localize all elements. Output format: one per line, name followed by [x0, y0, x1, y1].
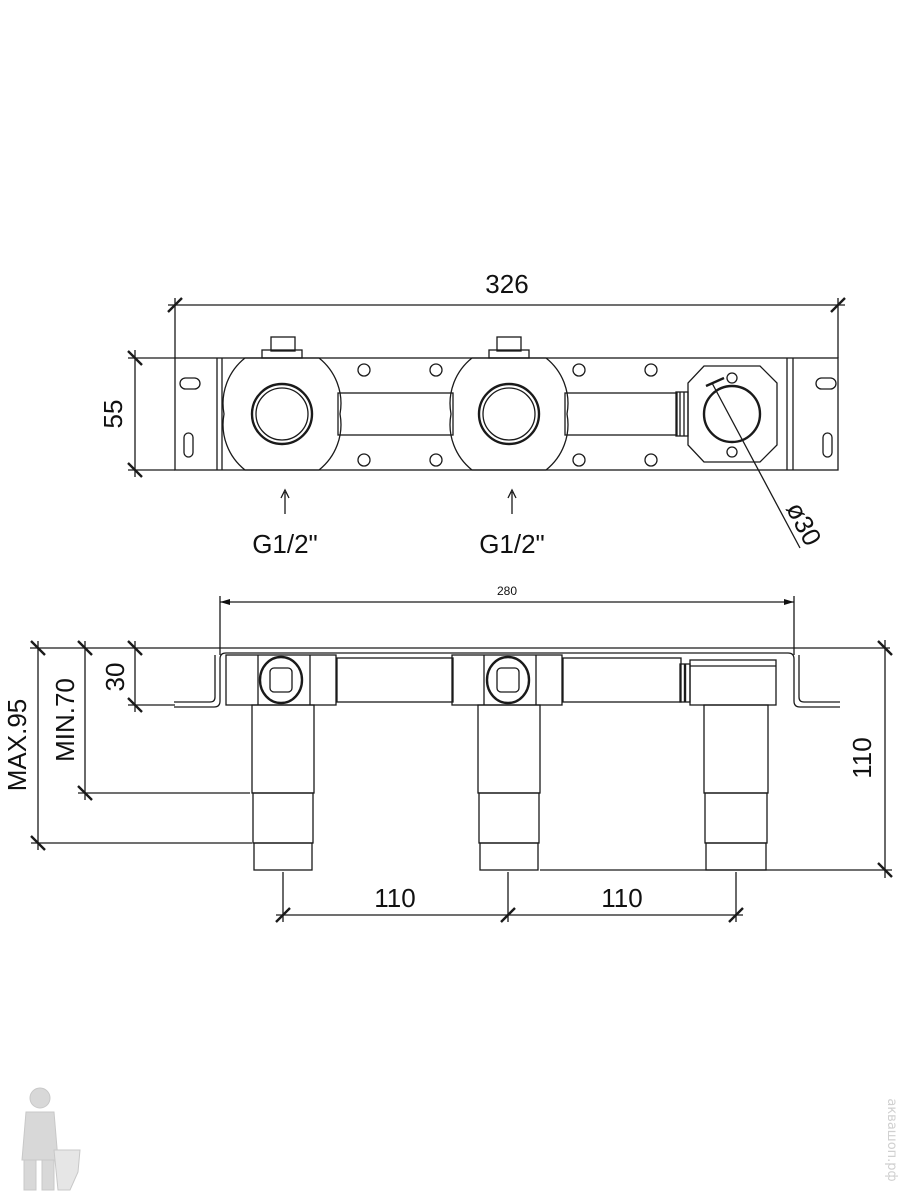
- valve-body-right: [449, 336, 569, 471]
- dimension-280-label: 280: [497, 584, 517, 598]
- valve-body-right-side: [451, 654, 563, 706]
- mount-slot: [822, 432, 833, 458]
- dimension-max-95-label: MAX.95: [2, 699, 32, 792]
- dimension-max-95: MAX.95: [2, 640, 252, 851]
- dimension-55-label: 55: [98, 400, 128, 429]
- dimension-110-right-label: 110: [601, 883, 642, 913]
- extension-legs: [251, 704, 769, 871]
- inlet-left: G1/2": [252, 488, 318, 559]
- plumber-logo: [21, 1087, 81, 1191]
- valve-body-left: [222, 336, 342, 471]
- dimension-280: 280: [219, 584, 795, 655]
- top-view: 326 55: [98, 269, 846, 559]
- dimension-110-left-label: 110: [374, 883, 415, 913]
- dimension-min-70: MIN.70: [50, 640, 250, 801]
- diverter-side: [679, 659, 777, 706]
- plate-holes: [357, 363, 658, 467]
- dimension-110-depth: 110: [540, 640, 893, 878]
- valve-body-left-side: [225, 654, 337, 706]
- dimension-30: 30: [100, 640, 175, 713]
- mount-slot: [815, 377, 837, 390]
- inlet-left-label: G1/2": [252, 529, 318, 559]
- connecting-pipe: [337, 392, 454, 436]
- inlet-right: G1/2": [479, 488, 545, 559]
- diameter-30-label: ø30: [780, 497, 828, 551]
- bracket: [174, 652, 840, 708]
- watermark: аквашоп.рф: [884, 1098, 899, 1181]
- side-view: 280: [2, 584, 893, 923]
- dimension-326-label: 326: [485, 269, 528, 299]
- dimension-min-70-label: MIN.70: [50, 678, 80, 762]
- dimension-30-label: 30: [100, 663, 130, 692]
- mount-slot: [179, 377, 201, 390]
- dimension-55: 55: [98, 350, 175, 478]
- mounting-plate: [174, 357, 839, 471]
- dimension-110-depth-label: 110: [847, 737, 877, 778]
- dimension-326: 326: [167, 269, 846, 358]
- dimension-spacing: 110 110: [275, 872, 744, 923]
- diverter-outlet: ø30: [675, 365, 828, 551]
- mount-slot: [183, 432, 194, 458]
- inlet-right-label: G1/2": [479, 529, 545, 559]
- connecting-pipe: [564, 392, 678, 436]
